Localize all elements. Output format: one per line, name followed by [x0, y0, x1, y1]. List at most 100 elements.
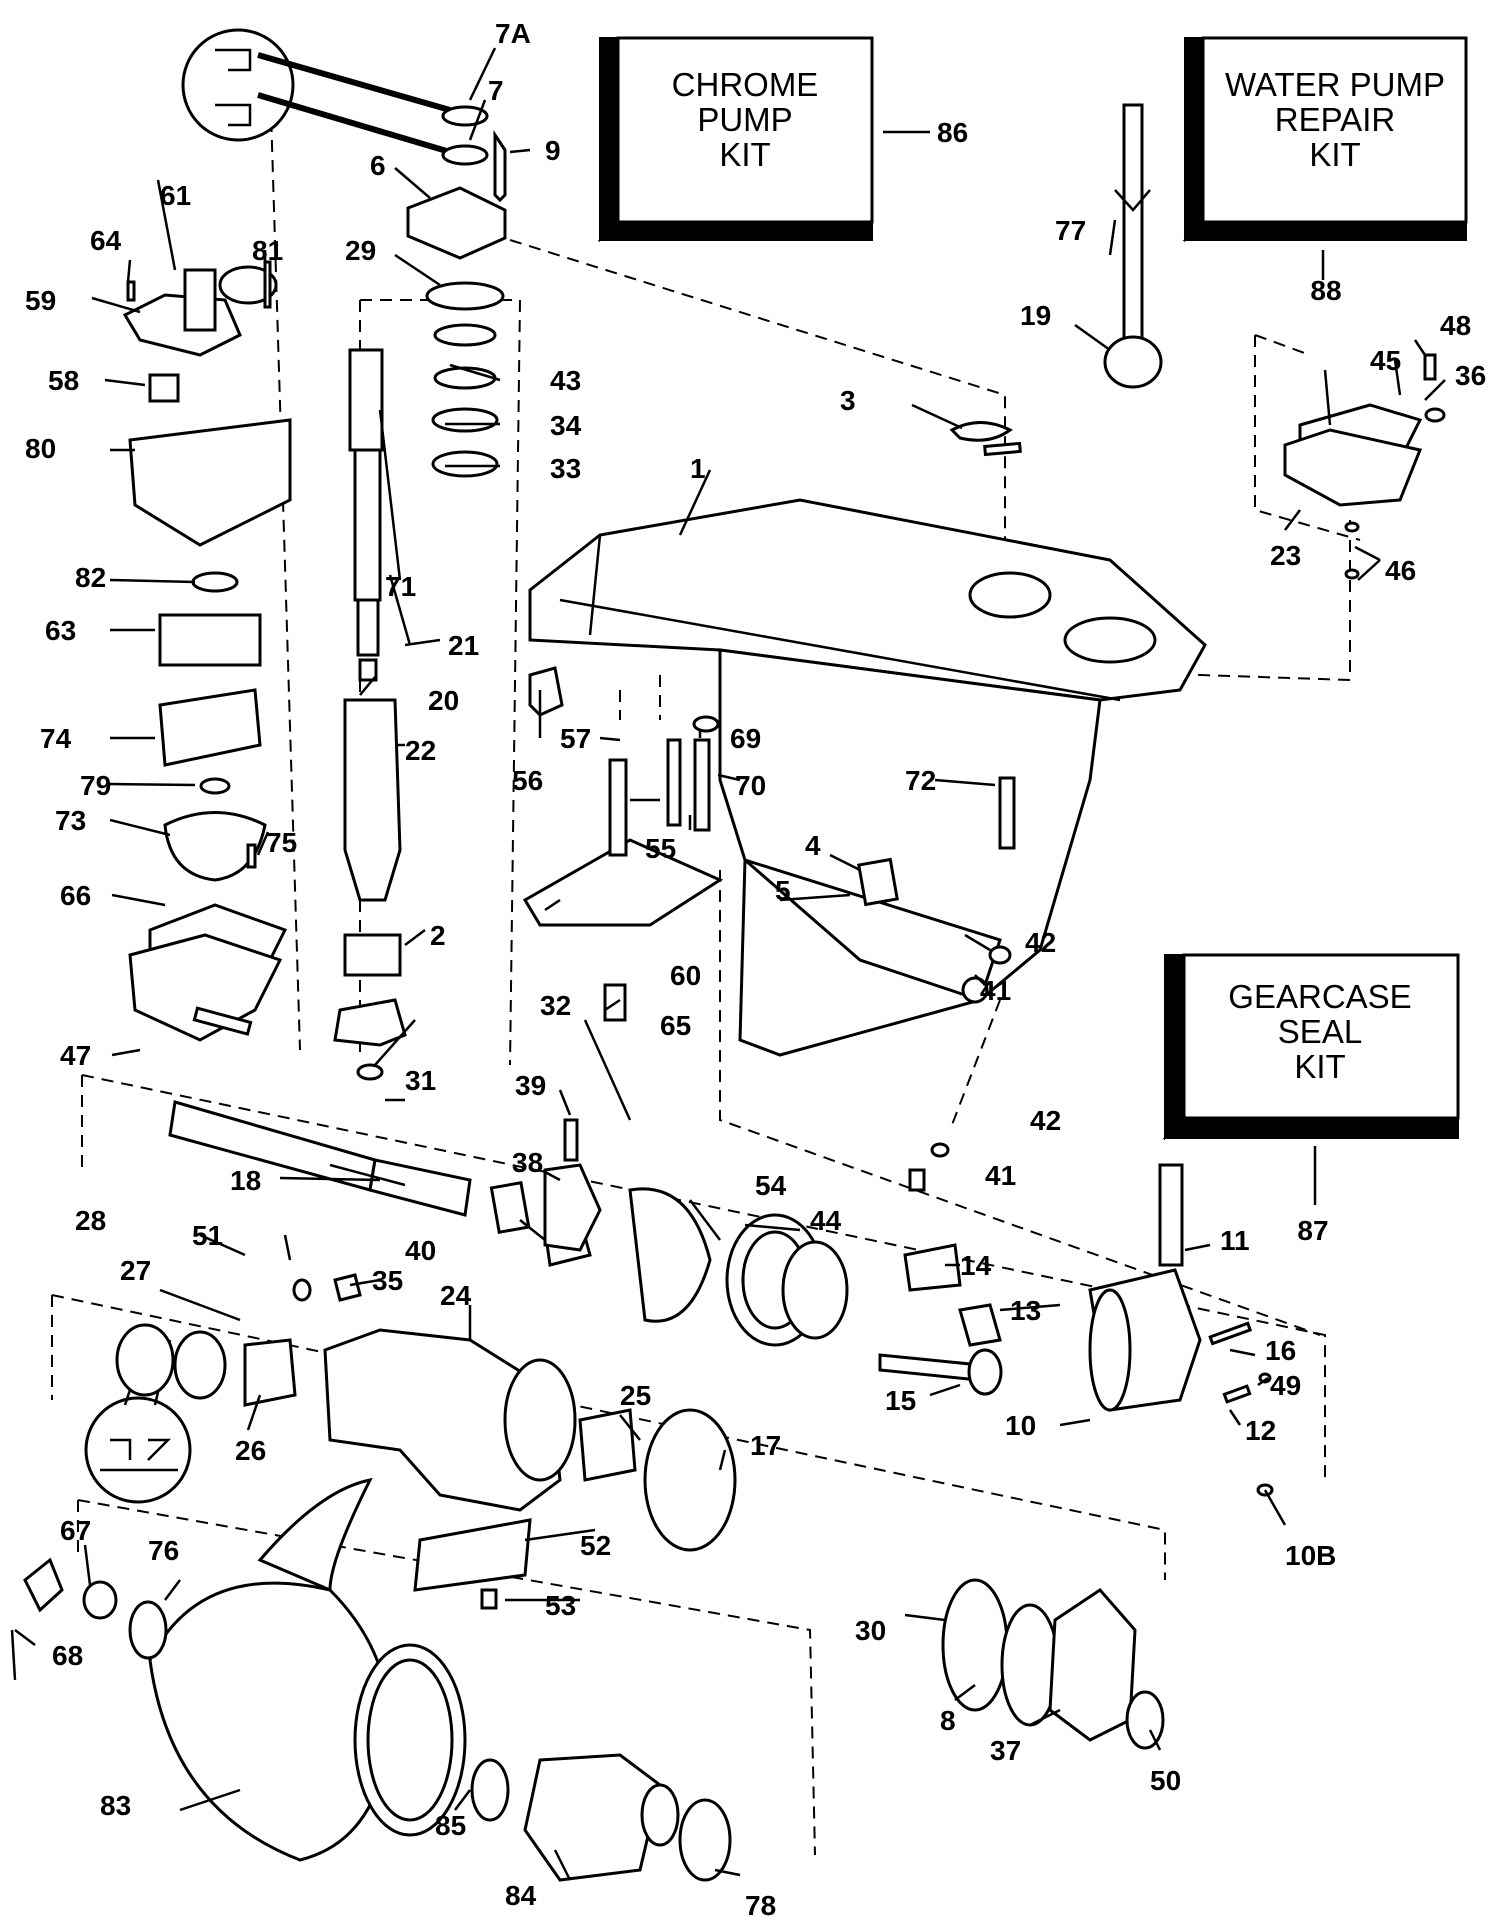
callout-83: 83: [100, 1790, 131, 1821]
callout-77: 77: [1055, 215, 1086, 246]
propshaft-parts: [115, 1006, 849, 1610]
callout-10: 10: [1005, 1410, 1036, 1441]
callout-2: 2: [430, 920, 446, 951]
callout-16: 16: [1265, 1335, 1296, 1366]
callout-49: 49: [1270, 1370, 1301, 1401]
callout-53: 53: [545, 1590, 576, 1621]
callout-6: 6: [370, 150, 386, 181]
callout-66: 66: [60, 880, 91, 911]
callout-80: 80: [25, 433, 56, 464]
callout-39: 39: [515, 1070, 546, 1101]
callout-64: 64: [90, 225, 122, 256]
callout-59: 59: [25, 285, 56, 316]
kit-chrome-line-2: PUMP: [697, 101, 792, 138]
callout-25: 25: [620, 1380, 651, 1411]
callout-69: 69: [730, 723, 761, 754]
kit-box-chrome-pump: CHROME PUMP KIT 86: [597, 36, 968, 243]
callout-36: 36: [1455, 360, 1486, 391]
callout-42-lower: 42: [1030, 1105, 1061, 1136]
callout-7: 7: [488, 75, 504, 106]
callout-24: 24: [440, 1280, 472, 1311]
callout-76: 76: [148, 1535, 179, 1566]
callout-4: 4: [805, 830, 821, 861]
gearcase-housing: [522, 441, 1207, 1057]
callout-43: 43: [550, 365, 581, 396]
callout-1: 1: [690, 453, 706, 484]
callout-38: 38: [512, 1147, 543, 1178]
callout-22: 22: [405, 735, 436, 766]
callout-32: 32: [540, 990, 571, 1021]
callout-21: 21: [448, 630, 479, 661]
callout-82: 82: [75, 562, 106, 593]
callout-68: 68: [52, 1640, 83, 1671]
kit-gearcase-number: 87: [1297, 1215, 1328, 1246]
kit-gearcase-line-2: SEAL: [1278, 1013, 1362, 1050]
callout-30: 30: [855, 1615, 886, 1646]
callout-71: 71: [385, 571, 416, 602]
callout-46: 46: [1385, 555, 1416, 586]
callout-17: 17: [750, 1430, 781, 1461]
kit-gearcase-line-1: GEARCASE: [1228, 978, 1411, 1015]
shift-and-gear-parts: [563, 1118, 1274, 1750]
callout-leaders: [14, 47, 1446, 1881]
callout-73: 73: [55, 805, 86, 836]
callout-48: 48: [1440, 310, 1471, 341]
callout-41-upper: 41: [980, 975, 1011, 1006]
callout-8: 8: [940, 1705, 956, 1736]
kit-water-line-3: KIT: [1309, 136, 1360, 173]
callout-67: 67: [60, 1515, 91, 1546]
kit-box-gearcase-seal: GEARCASE SEAL KIT 87: [1162, 953, 1460, 1246]
callout-19: 19: [1020, 300, 1051, 331]
water-tube-and-housing: [949, 103, 1446, 580]
callout-labels: 7A 7 9 6 61 64 81 59 29 43 58 34 33 80 7…: [25, 18, 1486, 1921]
kit-chrome-line-1: CHROME: [672, 66, 819, 103]
callout-63: 63: [45, 615, 76, 646]
kit-water-number: 88: [1310, 275, 1341, 306]
callout-84: 84: [505, 1880, 537, 1911]
callout-52: 52: [580, 1530, 611, 1561]
assembly-guide-lines: [51, 79, 1361, 1856]
callout-35: 35: [372, 1265, 403, 1296]
callout-7a: 7A: [495, 18, 531, 49]
callout-40: 40: [405, 1235, 436, 1266]
callout-85: 85: [435, 1810, 466, 1841]
callout-54: 54: [755, 1170, 787, 1201]
callout-5: 5: [775, 875, 791, 906]
callout-26: 26: [235, 1435, 266, 1466]
callout-31: 31: [405, 1065, 436, 1096]
seal-detail-inset-top: [181, 28, 451, 155]
kit-water-line-2: REPAIR: [1275, 101, 1395, 138]
callout-60: 60: [670, 960, 701, 991]
callout-13: 13: [1010, 1295, 1041, 1326]
callout-81: 81: [252, 235, 283, 266]
callout-58: 58: [48, 365, 79, 396]
callout-74: 74: [40, 723, 72, 754]
callout-3: 3: [840, 385, 856, 416]
callout-14: 14: [960, 1250, 992, 1281]
kit-box-water-pump-repair: WATER PUMP REPAIR KIT 88: [1182, 36, 1468, 306]
callout-75: 75: [266, 827, 297, 858]
callout-79: 79: [80, 770, 111, 801]
callout-57: 57: [560, 723, 591, 754]
kit-chrome-line-3: KIT: [719, 136, 770, 173]
callout-11: 11: [1220, 1225, 1250, 1256]
callout-44: 44: [810, 1205, 842, 1236]
callout-37: 37: [990, 1735, 1021, 1766]
callout-41-lower: 41: [985, 1160, 1016, 1191]
callout-9: 9: [545, 135, 561, 166]
callout-10b: 10B: [1285, 1540, 1336, 1571]
callout-47: 47: [60, 1040, 91, 1071]
callout-72: 72: [905, 765, 936, 796]
kit-chrome-number: 86: [937, 117, 968, 148]
callout-33: 33: [550, 453, 581, 484]
callout-42-upper: 42: [1025, 927, 1056, 958]
callout-70: 70: [735, 770, 766, 801]
callout-20: 20: [428, 685, 459, 716]
callout-55: 55: [645, 833, 676, 864]
seal-detail-inset-bottom: [84, 1329, 192, 1504]
callout-28: 28: [75, 1205, 106, 1236]
callout-51: 51: [192, 1220, 223, 1251]
callout-78: 78: [745, 1890, 776, 1921]
callout-65: 65: [660, 1010, 691, 1041]
